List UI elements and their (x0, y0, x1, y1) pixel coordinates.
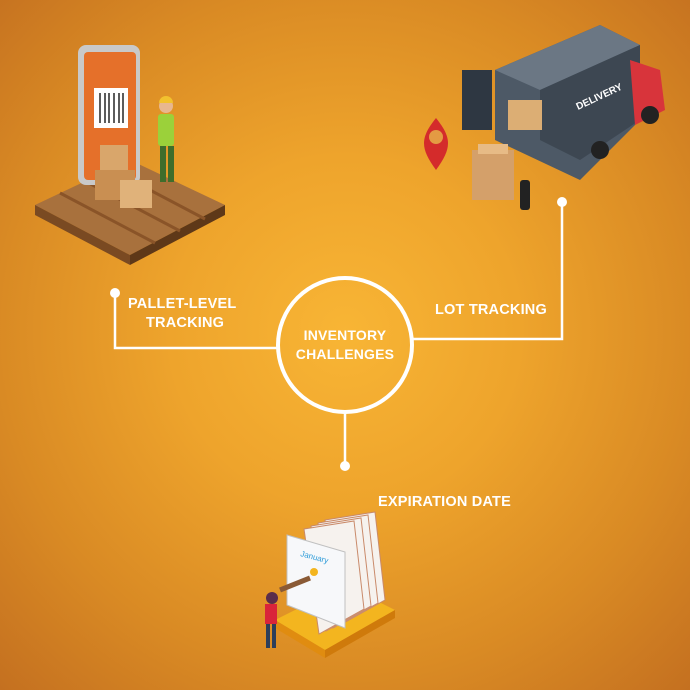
pallet-label-line2: TRACKING (146, 315, 225, 331)
dot-pallet (110, 288, 120, 298)
dot-expiration (340, 461, 350, 471)
connector-pallet (113, 293, 277, 350)
dot-lot (557, 197, 567, 207)
connector-lot (413, 202, 564, 341)
calendar-illustration: January (265, 511, 395, 658)
pallet-level-tracking-label: PALLET-LEVEL TRACKING (128, 295, 236, 333)
lot-tracking-label: LOT TRACKING (435, 302, 547, 318)
pallet-label-line1: PALLET-LEVEL (128, 296, 237, 312)
truck-illustration: DELIVERY (424, 25, 665, 210)
center-title: INVENTORY CHALLENGES (278, 326, 412, 364)
expiration-date-label: EXPIRATION DATE (378, 494, 511, 510)
center-title-line1: INVENTORY (303, 327, 387, 343)
pallet-illustration (35, 45, 225, 265)
center-circle (276, 276, 414, 414)
center-title-line2: CHALLENGES (295, 346, 395, 362)
location-pin-icon (424, 118, 448, 170)
